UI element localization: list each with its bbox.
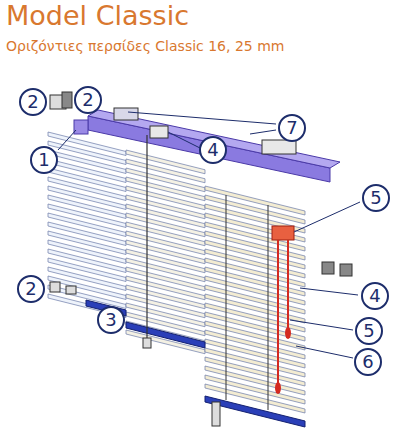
callout-circle: 2 [17,275,45,303]
end-cap [322,262,334,274]
callout-circle: 1 [30,146,58,174]
wand-end [212,402,220,426]
callout-number: 7 [286,119,297,137]
lift-cord [287,240,289,330]
callout-circle: 2 [19,88,47,116]
lift-cord [277,240,279,385]
end-cap [74,120,88,134]
cord-lock [262,140,296,154]
callout-number: 3 [105,311,116,329]
callout-circle: 4 [361,282,389,310]
leader-lines [58,112,360,358]
end-cap [340,264,352,276]
callout-number: 5 [363,322,374,340]
callout-number: 4 [207,141,218,159]
headrail [88,116,330,182]
callout-circle: 5 [355,317,383,345]
callout-number: 5 [370,189,381,207]
callout-circle: 3 [97,306,125,334]
callout-circle: 7 [278,114,306,142]
callout-number: 6 [362,353,373,371]
bottom-rail [126,322,205,348]
ladder-string [226,195,227,400]
callout-number: 2 [25,280,36,298]
subtitle: Οριζόντιες περσίδες Classic 16, 25 mm [6,38,284,54]
title: Model Classic [6,0,189,31]
callout-circle: 6 [354,348,382,376]
callout-circle: 4 [199,136,227,164]
bracket [62,92,72,108]
callout-number: 1 [38,151,49,169]
bottom-rail [205,396,305,427]
ladder-string [268,205,269,410]
cord-tassel [275,382,281,394]
wand-end [143,338,151,348]
cord-lock-red [272,226,294,240]
tilt-wand [146,135,147,338]
slats [48,132,305,413]
callout-circle: 2 [74,86,102,114]
callout-number: 2 [27,93,38,111]
callout-circle: 5 [362,184,390,212]
callout-number: 2 [82,91,93,109]
cord-tassel [285,327,291,339]
callout-number: 4 [369,287,380,305]
hold-down-clip [50,282,60,292]
cord-guide [150,126,168,138]
tilt-mechanism [114,108,138,120]
hold-down-clip [66,286,76,294]
